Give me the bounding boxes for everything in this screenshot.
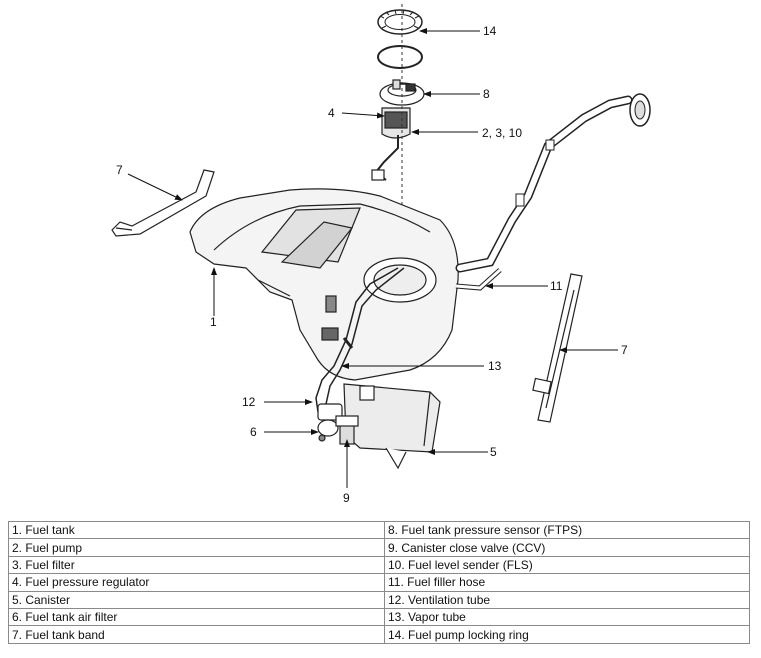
callout-14: 14 <box>483 24 497 38</box>
legend-row: 2. Fuel pump 9. Canister close valve (CC… <box>8 538 750 557</box>
legend-cell: 8. Fuel tank pressure sensor (FTPS) <box>384 520 750 540</box>
legend-cell: 14. Fuel pump locking ring <box>384 625 750 644</box>
legend-cell: 6. Fuel tank air filter <box>8 607 385 627</box>
legend-row: 4. Fuel pressure regulator 11. Fuel fill… <box>8 573 750 592</box>
canister-close-valve <box>335 415 359 445</box>
callout-12: 12 <box>242 395 256 409</box>
fuel-pump-module <box>371 107 411 181</box>
legend-row: 5. Canister 12. Ventilation tube <box>8 590 750 609</box>
fuel-tank-band-left <box>111 169 215 237</box>
fuel-tank <box>189 188 459 381</box>
legend-row: 6. Fuel tank air filter 13. Vapor tube <box>8 607 750 627</box>
legend-cell: 10. Fuel level sender (FLS) <box>384 555 750 575</box>
parts-legend-table: 1. Fuel tank 8. Fuel tank pressure senso… <box>8 520 750 644</box>
legend-cell: 13. Vapor tube <box>384 607 750 627</box>
leader-lines <box>127 28 618 488</box>
legend-cell: 9. Canister close valve (CCV) <box>384 538 750 557</box>
callout-9: 9 <box>343 491 350 505</box>
fuel-tank-band-right <box>532 273 583 423</box>
fuel-filler-hose <box>455 93 651 291</box>
legend-cell: 3. Fuel filter <box>8 555 385 575</box>
legend-cell: 5. Canister <box>8 590 385 609</box>
callout-13: 13 <box>488 359 502 373</box>
legend-row: 1. Fuel tank 8. Fuel tank pressure senso… <box>8 520 750 540</box>
legend-cell: 1. Fuel tank <box>8 520 385 540</box>
fuel-pump-locking-ring <box>377 9 423 35</box>
callout-6: 6 <box>250 425 257 439</box>
callout-7-left: 7 <box>116 163 123 177</box>
fuel-tank-air-filter <box>317 403 343 442</box>
fuel-system-exploded-diagram: 14 8 4 2, 3, 10 7 11 7 1 13 12 6 5 9 <box>111 4 651 505</box>
callout-4: 4 <box>328 106 335 120</box>
callout-1: 1 <box>210 315 217 329</box>
vapor-and-ventilation-tubes <box>315 267 405 413</box>
legend-row: 3. Fuel filter 10. Fuel level sender (FL… <box>8 555 750 575</box>
legend-row: 7. Fuel tank band 14. Fuel pump locking … <box>8 625 750 644</box>
legend-cell: 11. Fuel filler hose <box>384 573 750 592</box>
legend-cell: 4. Fuel pressure regulator <box>8 573 385 592</box>
callout-11: 11 <box>550 279 563 293</box>
pump-seal-ring <box>377 45 423 69</box>
legend-cell: 2. Fuel pump <box>8 538 385 557</box>
legend-cell: 7. Fuel tank band <box>8 625 385 644</box>
callout-2-3-10: 2, 3, 10 <box>482 126 522 140</box>
legend-cell: 12. Ventilation tube <box>384 590 750 609</box>
callout-5: 5 <box>490 445 497 459</box>
callout-7-right: 7 <box>621 343 628 357</box>
callout-8: 8 <box>483 87 490 101</box>
